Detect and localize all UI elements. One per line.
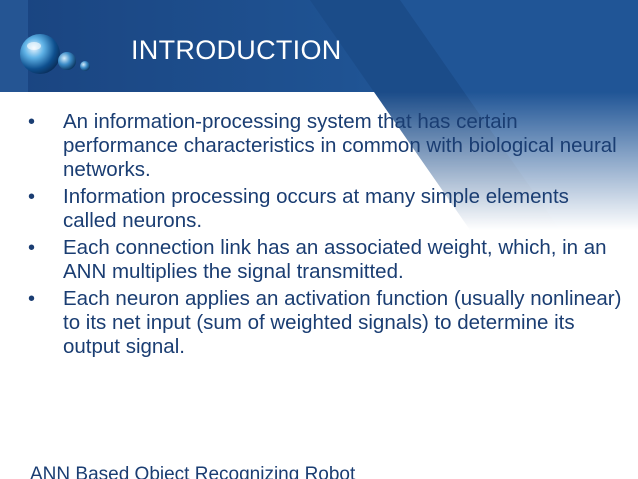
header-banner: [0, 0, 638, 230]
bullet-text: An information-processing system that ha…: [63, 110, 617, 181]
bullet-dot-icon: •: [28, 237, 36, 259]
bullet-item: • Information processing occurs at many …: [28, 185, 623, 233]
bullet-dot-icon: •: [28, 111, 36, 133]
slide-footer: ANN Based Object Recognizing Robot: [30, 464, 356, 479]
bullet-item: • Each neuron applies an activation func…: [28, 287, 623, 359]
bullet-item: • Each connection link has an associated…: [28, 236, 623, 284]
bullet-text: Each connection link has an associated w…: [63, 236, 607, 283]
bullet-dot-icon: •: [28, 186, 36, 208]
bullet-text: Each neuron applies an activation functi…: [63, 287, 622, 358]
globe-logo-icon: [20, 34, 90, 74]
bullet-text: Information processing occurs at many si…: [63, 185, 569, 232]
bullet-item: • An information-processing system that …: [28, 110, 623, 182]
slide-title: INTRODUCTION: [131, 35, 342, 65]
bullet-dot-icon: •: [28, 288, 36, 310]
bullet-list: • An information-processing system that …: [28, 110, 623, 359]
